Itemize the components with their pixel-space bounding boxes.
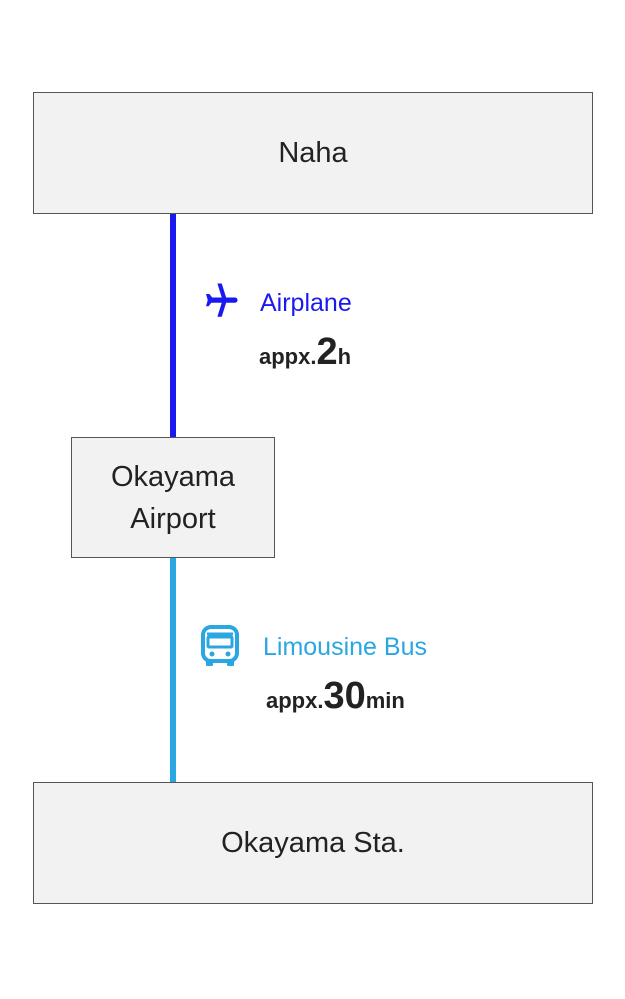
bus-icon-light-right	[225, 651, 231, 657]
station-label-naha: Naha	[278, 137, 348, 169]
bus-icon-body	[201, 625, 239, 663]
airplane-icon	[206, 283, 238, 317]
bus-icon	[201, 625, 239, 666]
duration-prefix: appx.	[266, 688, 324, 713]
route-line-bus	[170, 558, 176, 782]
bus-icon-wheel-left	[206, 660, 213, 666]
station-label-okayama-sta: Okayama Sta.	[221, 827, 405, 859]
bus-icon-light-left	[209, 651, 215, 657]
mode-label-bus: Limousine Bus	[263, 633, 427, 661]
station-label-airport-line1: Okayama	[110, 460, 236, 493]
duration-value: 2	[316, 331, 338, 373]
bus-icon-wheel-right	[227, 660, 234, 666]
mode-label-airplane: Airplane	[260, 289, 352, 317]
station-box-okayama-sta: Okayama Sta.	[33, 782, 593, 904]
duration-airplane: appx.2h	[259, 331, 351, 374]
station-label-airport-line2: Airport	[130, 502, 216, 535]
duration-unit: min	[365, 688, 405, 713]
station-box-okayama-airport: Okayama Airport	[71, 437, 275, 558]
duration-value: 30	[323, 675, 366, 717]
bus-icon-window	[206, 635, 234, 649]
duration-bus: appx.30min	[266, 675, 405, 718]
airplane-icon-shape	[206, 283, 238, 317]
duration-prefix: appx.	[259, 344, 317, 369]
station-box-naha: Naha	[33, 92, 593, 214]
route-line-airplane	[170, 214, 176, 437]
duration-unit: h	[337, 344, 352, 369]
